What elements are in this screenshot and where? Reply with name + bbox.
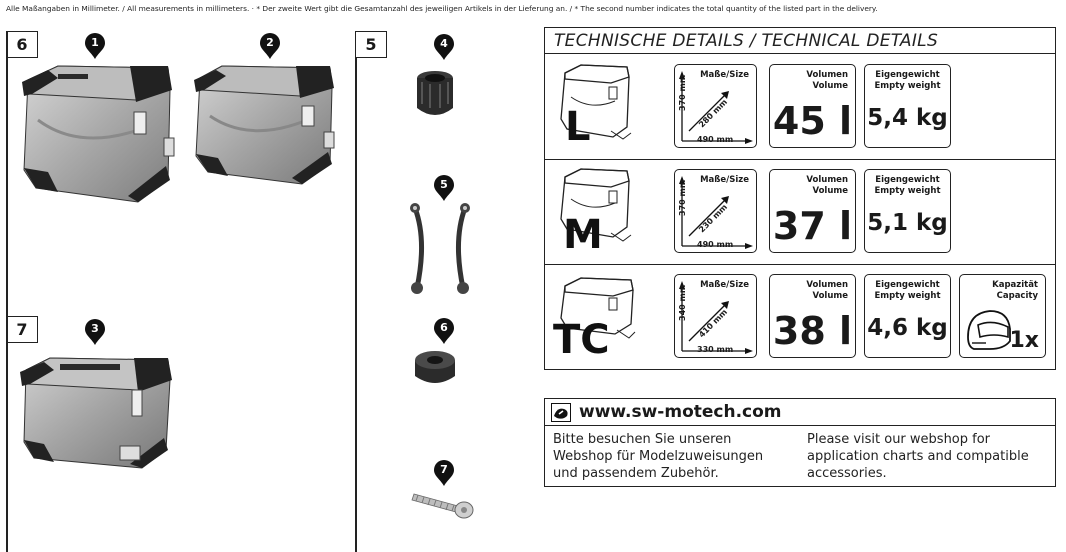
height-value: 340 mm <box>678 284 687 321</box>
capacity-value-tc: 1x <box>1009 328 1040 353</box>
section-6-left-rule <box>6 31 8 318</box>
section-5-label: 5 <box>355 31 387 58</box>
volume-label-en: Volume <box>812 291 848 301</box>
width-value: 490 mm <box>697 135 734 144</box>
width-value: 490 mm <box>697 240 734 249</box>
webshop-panel: www.sw-motech.com Bitte besuchen Sie uns… <box>544 398 1056 487</box>
header-note: Alle Maßangaben in Millimeter. / All mea… <box>6 4 878 13</box>
section-7-left-rule <box>6 316 8 552</box>
weight-value-tc: 4,6 kg <box>867 315 948 341</box>
technical-details-panel: TECHNISCHE DETAILS / TECHNICAL DETAILS L… <box>544 27 1056 370</box>
weight-label-en: Empty weight <box>874 291 941 301</box>
size-letter-tc: TC <box>553 317 610 363</box>
technical-details-title: TECHNISCHE DETAILS / TECHNICAL DETAILS <box>554 31 939 51</box>
size-label: Maße/Size <box>700 280 749 290</box>
webshop-url-link[interactable]: www.sw-motech.com <box>579 402 782 422</box>
strap-pair-image <box>410 203 470 294</box>
size-card-m: Maße/Size 370 mm 230 mm 490 mm <box>674 169 757 253</box>
size-card-l: Maße/Size 370 mm 280 mm 490 mm <box>674 64 757 148</box>
volume-label-de: Volumen <box>806 70 848 80</box>
dimension-arrows-icon <box>679 71 753 144</box>
volume-label-de: Volumen <box>806 175 848 185</box>
webshop-header: www.sw-motech.com <box>545 399 1055 426</box>
weight-label-de: Eigengewicht <box>875 175 940 185</box>
volume-label-en: Volume <box>812 186 848 196</box>
screw-image <box>411 493 474 519</box>
volume-value-m: 37 l <box>772 204 853 248</box>
weight-value-m: 5,1 kg <box>867 210 948 236</box>
spec-row-l: L Maße/Size 370 mm 280 mm 490 mm Volumen… <box>545 54 1055 159</box>
title-divider <box>545 53 1055 54</box>
height-value: 370 mm <box>678 74 687 111</box>
size-label: Maße/Size <box>700 70 749 80</box>
side-case-right-image <box>194 65 335 185</box>
webshop-text-de: Bitte besuchen Sie unseren Webshop für M… <box>553 432 764 481</box>
weight-label-de: Eigengewicht <box>875 70 940 80</box>
row-divider-1 <box>545 159 1055 160</box>
size-letter-l: L <box>565 104 591 150</box>
width-value: 330 mm <box>697 345 734 354</box>
sw-motech-logo-icon <box>551 403 571 422</box>
dimension-arrows-icon <box>679 281 753 354</box>
dimension-arrows-icon <box>679 176 753 249</box>
case-outline-m-icon <box>560 168 632 242</box>
rubber-disc-image <box>415 351 455 383</box>
capacity-label-en: Capacity <box>996 291 1038 301</box>
side-case-left-image <box>22 65 175 203</box>
helmet-icon <box>967 310 1011 350</box>
part-marker-7: 7 <box>434 460 454 486</box>
part-marker-6: 6 <box>434 318 454 344</box>
part-marker-1: 1 <box>85 33 105 59</box>
spec-row-tc: TC Maße/Size 340 mm 410 mm 330 mm Volume… <box>545 265 1055 369</box>
part-marker-5: 5 <box>434 175 454 201</box>
rubber-bushing-image <box>417 71 453 115</box>
section-7-label: 7 <box>6 316 38 343</box>
webshop-text-en: Please visit our webshop for application… <box>807 432 1029 481</box>
weight-value-l: 5,4 kg <box>867 105 948 131</box>
capacity-label-de: Kapazität <box>992 280 1038 290</box>
height-value: 370 mm <box>678 179 687 216</box>
case-outline-l-icon <box>560 64 632 140</box>
volume-label-de: Volumen <box>806 280 848 290</box>
volume-value-l: 45 l <box>772 99 853 143</box>
case-outline-tc-icon <box>560 277 636 339</box>
row-divider-2 <box>545 264 1055 265</box>
size-card-tc: Maße/Size 340 mm 410 mm 330 mm <box>674 274 757 358</box>
size-label: Maße/Size <box>700 175 749 185</box>
size-letter-m: M <box>563 212 603 258</box>
weight-label-en: Empty weight <box>874 81 941 91</box>
spec-row-m: M Maße/Size 370 mm 230 mm 490 mm Volumen… <box>545 160 1055 264</box>
weight-label-de: Eigengewicht <box>875 280 940 290</box>
part-marker-4: 4 <box>434 34 454 60</box>
section-6-label: 6 <box>6 31 38 58</box>
part-marker-3: 3 <box>85 319 105 345</box>
column-divider <box>355 31 357 552</box>
volume-value-tc: 38 l <box>772 309 853 353</box>
part-marker-2: 2 <box>260 33 280 59</box>
top-case-image <box>20 357 172 469</box>
weight-label-en: Empty weight <box>874 186 941 196</box>
volume-label-en: Volume <box>812 81 848 91</box>
